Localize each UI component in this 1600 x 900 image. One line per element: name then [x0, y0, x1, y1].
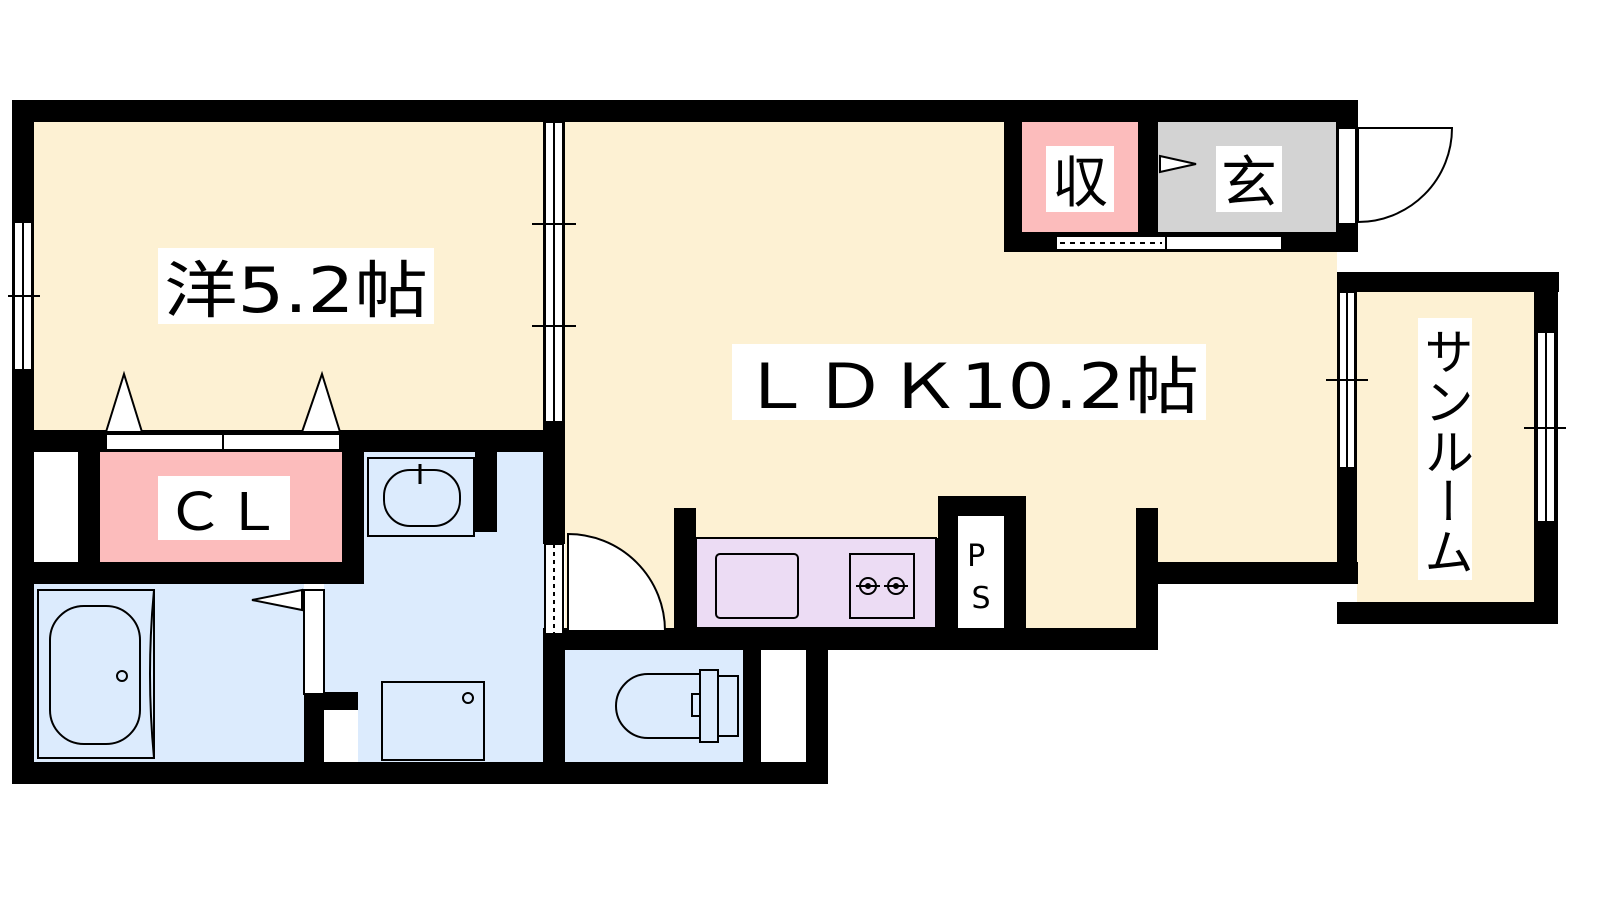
storage-label-bg — [1046, 146, 1114, 212]
pipe-space-label: P S — [967, 539, 995, 616]
ldk-label-bg — [732, 344, 1206, 420]
sunroom-label: サンルーム — [1416, 326, 1474, 576]
pipe-space-label-p: P — [967, 539, 985, 574]
kitchen-counter — [695, 537, 937, 629]
entrance-label: 玄 — [1221, 151, 1277, 216]
pipe-space-label-s: S — [971, 581, 990, 616]
entrance-label-bg — [1216, 146, 1282, 212]
western-room-label: 洋5.2帖 — [164, 254, 428, 327]
toilet-floor — [565, 650, 743, 762]
western-room-label-bg — [158, 248, 434, 324]
ldk-label: ＬＤＫ10.2帖 — [739, 350, 1199, 423]
windows — [8, 121, 1566, 762]
closet-label: ＣＬ — [166, 483, 282, 543]
doors — [104, 127, 1454, 695]
storage-label: 収 — [1052, 151, 1108, 216]
ps-left-wall — [936, 538, 958, 630]
pipe-space-floor — [958, 516, 1004, 628]
closet-label-bg — [158, 476, 290, 540]
fixtures — [37, 457, 915, 761]
sunroom-label-bg — [1418, 318, 1472, 580]
